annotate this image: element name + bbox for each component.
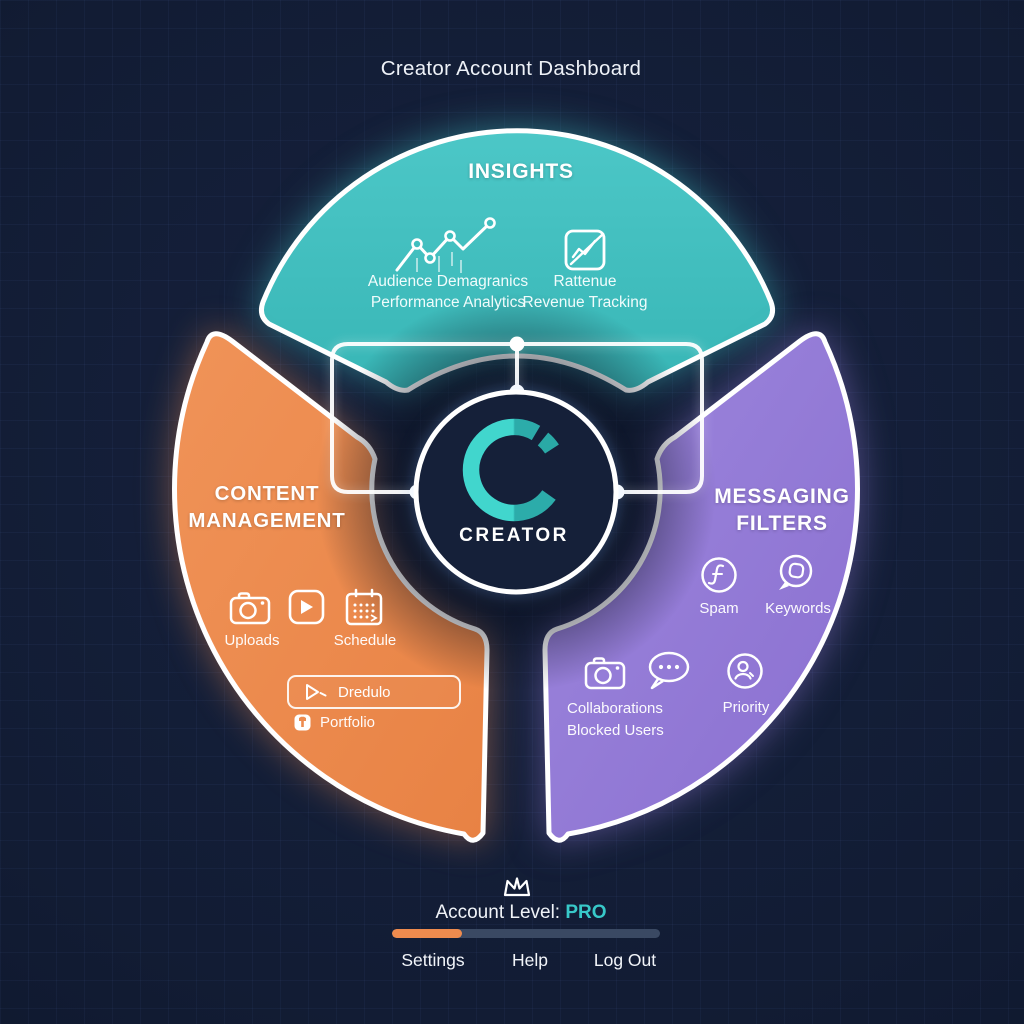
account-level: Account Level: PRO <box>435 902 606 924</box>
account-level-value: PRO <box>565 902 607 923</box>
insights-title: INSIGHTS <box>468 160 574 183</box>
creator-hub-circle <box>413 389 619 595</box>
drafts-button[interactable]: Dredulo <box>287 675 461 709</box>
crown-icon <box>503 877 531 897</box>
uploads-camera-icon[interactable] <box>229 590 271 625</box>
account-progress-bar <box>392 929 660 938</box>
keywords-label: Keywords <box>765 600 831 617</box>
spam-filter-icon[interactable] <box>699 555 739 595</box>
revenue-caption: Rattenue Revenue Tracking <box>522 273 648 311</box>
collaborations-camera-icon[interactable] <box>584 655 626 690</box>
keywords-bubble-icon[interactable] <box>774 552 816 594</box>
account-level-label: Account Level: <box>435 902 561 923</box>
priority-label: Priority <box>722 699 770 716</box>
creator-c-logo <box>462 418 559 522</box>
uploads-label: Uploads <box>224 632 280 649</box>
video-play-icon[interactable] <box>288 589 326 625</box>
analytics-caption: Audience Demagranics Performance Analyti… <box>367 273 529 311</box>
analytics-line-chart-icon[interactable] <box>393 216 503 278</box>
drafts-button-label: Dredulo <box>338 683 391 701</box>
portfolio-label: Portfolio <box>320 714 376 731</box>
messaging-filters-title: MESSAGING FILTERS <box>714 485 850 535</box>
schedule-calendar-icon[interactable] <box>345 588 383 626</box>
portfolio-item[interactable]: Portfolio <box>294 714 375 731</box>
logout-link[interactable]: Log Out <box>593 950 657 970</box>
schedule-label: Schedule <box>333 632 397 649</box>
page-title: Creator Account Dashboard <box>380 57 642 80</box>
content-management-title: CONTENT MANAGEMENT <box>188 482 346 532</box>
collaborations-label: Collaborations Blocked Users <box>567 700 664 739</box>
play-arrow-icon <box>306 684 327 700</box>
spam-label: Spam <box>699 600 739 617</box>
help-link[interactable]: Help <box>512 950 548 970</box>
chat-ellipsis-icon[interactable] <box>645 650 693 694</box>
revenue-chart-icon[interactable] <box>562 227 608 273</box>
priority-person-icon[interactable] <box>725 651 765 691</box>
progress-fill <box>392 929 462 938</box>
creator-brand-label: CREATOR <box>459 525 569 546</box>
portfolio-chip-icon <box>294 714 311 731</box>
settings-link[interactable]: Settings <box>401 950 465 970</box>
